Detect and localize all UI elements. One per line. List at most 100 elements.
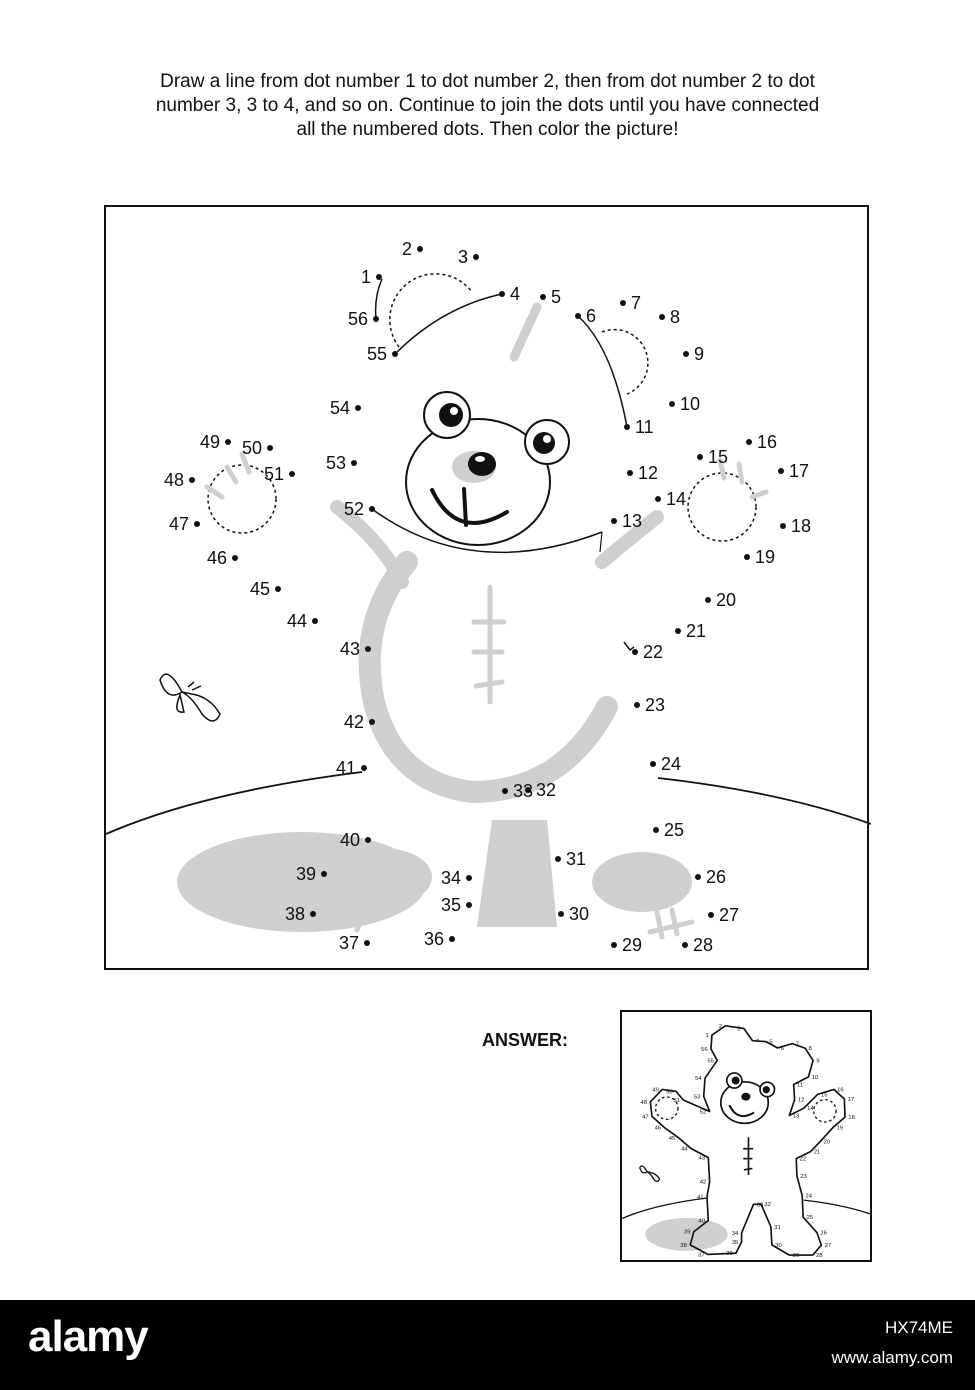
dot-14: [655, 496, 661, 502]
dot-label-21: 21: [686, 621, 706, 641]
answer-label-33: 33: [757, 1202, 764, 1208]
dot-32: [525, 787, 531, 793]
dot-11: [624, 424, 630, 430]
dot-label-27: 27: [719, 905, 739, 925]
dot-51: [289, 471, 295, 477]
dot-39: [321, 871, 327, 877]
dot-53: [351, 460, 357, 466]
dot-56: [373, 316, 379, 322]
dot-21: [675, 628, 681, 634]
dot-label-9: 9: [694, 344, 704, 364]
dot-label-16: 16: [757, 432, 777, 452]
dot-17: [778, 468, 784, 474]
dot-label-54: 54: [330, 398, 350, 418]
answer-label-42: 42: [700, 1180, 707, 1186]
dot-41: [361, 765, 367, 771]
dot-label-17: 17: [789, 461, 809, 481]
dot-label-7: 7: [631, 293, 641, 313]
answer-label-48: 48: [640, 1100, 647, 1106]
dot-48: [189, 477, 195, 483]
left-ear: [389, 273, 473, 348]
dot-44: [312, 618, 318, 624]
answer-label-40: 40: [698, 1218, 705, 1224]
answer-label-50: 50: [666, 1089, 673, 1095]
dot-33: [502, 788, 508, 794]
answer-label-1: 1: [705, 1033, 708, 1039]
right-eye: [524, 419, 570, 465]
dot-4: [499, 291, 505, 297]
dot-label-33: 33: [513, 781, 533, 801]
answer-label-55: 55: [707, 1058, 714, 1064]
answer-label-53: 53: [694, 1094, 701, 1100]
dot-label-46: 46: [207, 548, 227, 568]
dot-label-38: 38: [285, 904, 305, 924]
dot-label-4: 4: [510, 284, 520, 304]
dot-24: [650, 761, 656, 767]
right-paw-pad: [687, 457, 769, 542]
answer-label-32: 32: [764, 1202, 771, 1208]
answer-label-17: 17: [848, 1097, 855, 1103]
dot-label-41: 41: [336, 758, 356, 778]
left-eye: [423, 391, 471, 439]
butterfly-icon: [159, 673, 221, 722]
thumb-butterfly-icon: [639, 1165, 661, 1182]
dot-label-49: 49: [200, 432, 220, 452]
dot-label-15: 15: [708, 447, 728, 467]
answer-label-56: 56: [701, 1047, 708, 1053]
dot-10: [669, 401, 675, 407]
mouth-line: [462, 487, 468, 527]
dot-label-6: 6: [586, 306, 596, 326]
dot-12: [627, 470, 633, 476]
answer-label-45: 45: [669, 1136, 676, 1142]
dot-label-20: 20: [716, 590, 736, 610]
dot-label-48: 48: [164, 470, 184, 490]
dot-label-51: 51: [264, 464, 284, 484]
dot-label-53: 53: [326, 453, 346, 473]
collar-tick: [599, 531, 603, 553]
dot-label-39: 39: [296, 864, 316, 884]
dot-label-13: 13: [622, 511, 642, 531]
dot-label-3: 3: [458, 247, 468, 267]
right-ear-line: [577, 315, 628, 428]
dot-label-25: 25: [664, 820, 684, 840]
dot-label-10: 10: [680, 394, 700, 414]
dot-34: [466, 875, 472, 881]
answer-label-37: 37: [698, 1252, 705, 1258]
dot-label-42: 42: [344, 712, 364, 732]
dot-label-34: 34: [441, 868, 461, 888]
dot-7: [620, 300, 626, 306]
dot-6: [575, 313, 581, 319]
answer-label-4: 4: [756, 1039, 760, 1045]
dot-37: [364, 940, 370, 946]
instructions-line-1: Draw a line from dot number 1 to dot num…: [160, 71, 815, 92]
answer-label-46: 46: [655, 1126, 662, 1132]
dot-label-1: 1: [361, 267, 371, 287]
dot-label-29: 29: [622, 935, 642, 955]
alamy-logo: alamy: [28, 1312, 149, 1361]
answer-label-38: 38: [680, 1243, 687, 1249]
dot-40: [365, 837, 371, 843]
answer-label: ANSWER:: [482, 1030, 568, 1050]
answer-label-43: 43: [698, 1156, 705, 1162]
answer-label-31: 31: [774, 1225, 781, 1231]
answer-label-5: 5: [769, 1040, 773, 1046]
answer-label-41: 41: [697, 1195, 704, 1201]
dot-26: [695, 874, 701, 880]
answer-label-22: 22: [800, 1157, 807, 1163]
left-paw-pad: [204, 451, 277, 534]
right-arm-hint: [595, 510, 664, 569]
answer-label-29: 29: [793, 1253, 800, 1259]
dot-label-45: 45: [250, 579, 270, 599]
hip-tick: [623, 641, 635, 652]
dot-31: [555, 856, 561, 862]
instructions-line-3: all the numbered dots. Then color the pi…: [296, 119, 679, 140]
dot-52: [369, 506, 375, 512]
right-ear: [601, 328, 649, 395]
dot-19: [744, 554, 750, 560]
dot-27: [708, 912, 714, 918]
answer-label-20: 20: [824, 1139, 831, 1145]
answer-label-18: 18: [848, 1115, 855, 1121]
